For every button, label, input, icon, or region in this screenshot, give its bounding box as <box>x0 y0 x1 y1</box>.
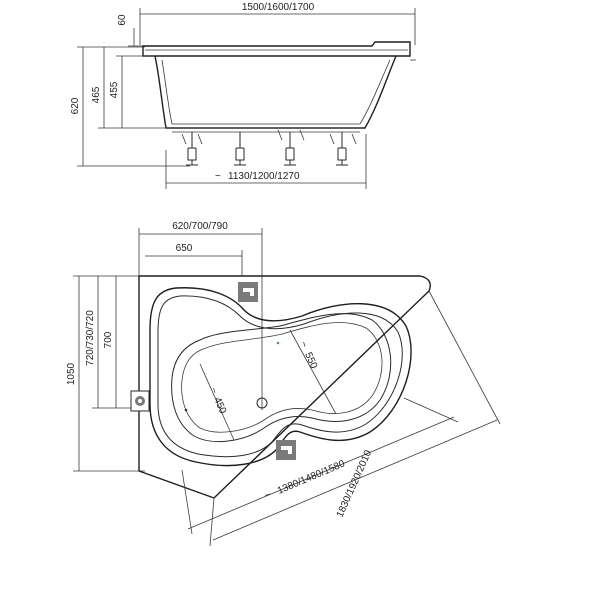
faucet-icon <box>238 282 258 302</box>
diag-450-tilde: ~ <box>207 386 219 396</box>
jet-dot-icon <box>276 341 280 345</box>
diag-550-label: 550 <box>302 351 319 371</box>
tub-body <box>154 55 397 129</box>
total-height-label: 620 <box>70 97 81 114</box>
leg-3 <box>284 132 296 166</box>
leg-1 <box>186 132 198 166</box>
top-view: 620/700/790 650 1050 720/730/720 700 ~ 4… <box>66 221 501 547</box>
drain-icon <box>256 397 268 409</box>
tub-rim <box>142 41 411 57</box>
jet-dot-icon <box>184 408 188 412</box>
leg-4 <box>336 132 348 166</box>
diag-450-line <box>199 363 235 441</box>
diag-550-line <box>289 329 337 415</box>
overflow-icon <box>276 440 296 460</box>
side-inner-label: 700 <box>103 331 114 348</box>
control-icon <box>130 390 150 412</box>
rim-label: 60 <box>117 14 128 26</box>
height-455-label: 455 <box>109 81 120 98</box>
base-tilde: ~ <box>215 171 221 182</box>
basin-floor-inner <box>181 322 383 433</box>
diag-450-label: 450 <box>211 396 228 416</box>
height-465-label: 465 <box>91 86 102 103</box>
diag-550-tilde: ~ <box>297 340 309 350</box>
base-label: 1130/1200/1270 <box>228 171 300 182</box>
tub-outline <box>138 275 431 499</box>
inner-length-label: 1380/1480/1580 <box>276 458 347 497</box>
corner-inner-label: 650 <box>176 243 193 254</box>
side-width-label: 720/730/720 <box>85 310 96 366</box>
outer-length-line <box>212 419 498 541</box>
inner-length-tilde: ~ <box>263 489 273 501</box>
tub-legs <box>181 129 357 166</box>
corner-width-label: 620/700/790 <box>172 221 228 232</box>
length-label: 1500/1600/1700 <box>242 2 315 13</box>
height-1050-label: 1050 <box>66 362 77 385</box>
leg-2 <box>234 132 246 166</box>
basin-rim <box>149 287 412 467</box>
basin-inner-rim <box>157 295 403 458</box>
basin-floor <box>171 313 392 442</box>
tub-body-inner <box>161 59 391 125</box>
inner-length-line <box>187 416 455 530</box>
side-view: 1500/1600/1700 60 620 465 455 <box>70 2 416 189</box>
